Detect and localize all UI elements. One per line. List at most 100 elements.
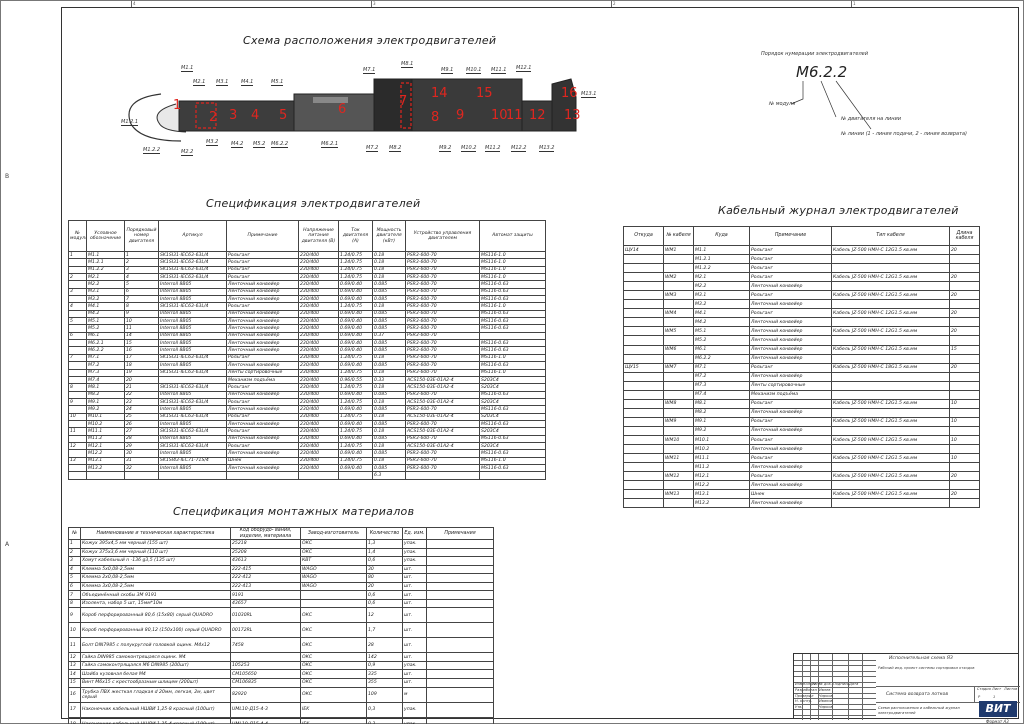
table-cell: Кабель JZ-500 НМН-С 12G1.5 кв.мм	[831, 398, 950, 409]
motor-label: М13.2	[539, 145, 555, 152]
table-cell: Interroll 8B05	[158, 434, 227, 443]
table-cell: MS116-0.63	[479, 434, 546, 443]
table-cell	[426, 547, 494, 558]
table-cell: Рольганг	[749, 416, 832, 427]
ruler-mark: 3	[371, 1, 376, 7]
line1-module-block	[178, 100, 295, 132]
table-cell	[623, 281, 664, 292]
table-cell: М7.2	[86, 361, 125, 370]
table-cell: S203C4	[479, 427, 546, 436]
table-cell: Механизм подъёма	[226, 375, 299, 385]
table-cell: 0.18	[372, 273, 406, 282]
table-cell: Ленточный конвейер	[226, 434, 299, 443]
table-cell: WM1	[663, 244, 694, 256]
stamp-name: Чирков	[819, 693, 833, 698]
table-cell: шт.	[402, 564, 427, 575]
table-cell: 20	[366, 581, 403, 592]
table-cell: 109	[366, 686, 403, 703]
motor-label: М12.1	[516, 65, 532, 72]
table-cell: SK1SI31-IEC63-63L/4	[158, 412, 227, 421]
table-cell	[338, 471, 373, 480]
table-cell: 80	[366, 573, 403, 583]
table-cell: шт.	[402, 607, 427, 624]
table-cell: Ленточный конвейер	[749, 344, 832, 355]
table-cell: 230/400	[298, 441, 339, 451]
table-cell: 2	[68, 273, 87, 282]
table-cell	[86, 471, 125, 480]
table-cell: М1.2.2	[693, 263, 750, 274]
numbering-module-label: № модуля	[769, 101, 796, 107]
numbering-leaders	[790, 80, 872, 130]
table-cell: Рольганг	[749, 434, 832, 446]
motor-label: М3.2	[206, 139, 219, 146]
stamp-role: Н. контр.	[795, 699, 813, 703]
stamp-col-label: Подпись	[833, 682, 850, 686]
table-cell: MS116-0.63	[479, 449, 546, 458]
table-cell: М7.3	[693, 380, 750, 391]
table-cell: М2.1	[86, 273, 125, 282]
table-cell: WM11	[663, 453, 694, 464]
table-cell: М10.2	[693, 444, 750, 455]
stamp-stage: Р	[978, 695, 981, 699]
table-cell: Interroll 8B05	[158, 361, 227, 370]
table-cell	[68, 346, 87, 355]
table-cell	[623, 380, 664, 391]
table-cell: М1.2.1	[86, 258, 125, 267]
table-cell: WM9	[663, 416, 694, 427]
table-cell	[426, 701, 494, 718]
table-cell: Ленточный конвейер	[226, 449, 299, 458]
table-cell: Рольганг	[749, 263, 832, 274]
table-cell: IEK	[300, 701, 367, 718]
table-cell: PSR3-600-70	[405, 309, 480, 319]
table-cell: М8.2	[693, 407, 750, 418]
table-cell: Ленточный конвейер	[226, 361, 299, 370]
table-cell: MS116-0.63	[479, 339, 546, 348]
table-cell: 1.24/0.75	[338, 383, 373, 392]
table-cell: 230/400	[298, 463, 339, 473]
format-label: Формат А3	[986, 719, 1009, 724]
table-cell: М13.1	[693, 489, 750, 500]
table-cell: 230/400	[298, 383, 339, 392]
table-cell: Ленточный конвейер	[749, 498, 832, 509]
stamp-project: Исполнительная схема ЯЗ	[889, 656, 953, 661]
table-cell: 7458	[230, 637, 301, 654]
table-cell	[663, 380, 694, 391]
table-cell: 5	[68, 573, 81, 583]
table-cell: Ленточный конвейер	[749, 335, 832, 346]
zone-number: 2	[209, 110, 217, 125]
table-cell	[623, 471, 664, 482]
table-cell	[623, 335, 664, 346]
table-cell: упак.	[402, 716, 427, 724]
table-cell: 1,7	[366, 622, 403, 639]
zone-number: 4	[251, 108, 259, 123]
table-cell: ОКС	[300, 607, 367, 624]
table-cell	[623, 434, 664, 446]
table-header-cell: Куда	[693, 226, 750, 246]
table-cell: 1.24/0.75	[338, 397, 373, 407]
motor-label: М11.1	[491, 67, 507, 74]
table-cell: М13.2	[693, 498, 750, 509]
table-cell	[663, 425, 694, 436]
table-cell: 7	[68, 590, 81, 600]
table-cell	[158, 375, 227, 385]
table-cell: М6.1	[86, 331, 125, 341]
motor-label: М7.2	[366, 145, 379, 152]
table-cell: 1,4	[366, 547, 403, 558]
motor-label: М2.2	[181, 149, 194, 156]
table-cell: 230/400	[298, 287, 339, 297]
motor-label: М10.2	[461, 145, 477, 152]
table-cell: 0.085	[372, 280, 406, 289]
table-cell: PSR3-600-70	[405, 317, 480, 326]
motor-label: М8.2	[389, 145, 402, 152]
table-cell: S203C4	[479, 375, 546, 385]
table-cell: 14	[68, 669, 81, 679]
